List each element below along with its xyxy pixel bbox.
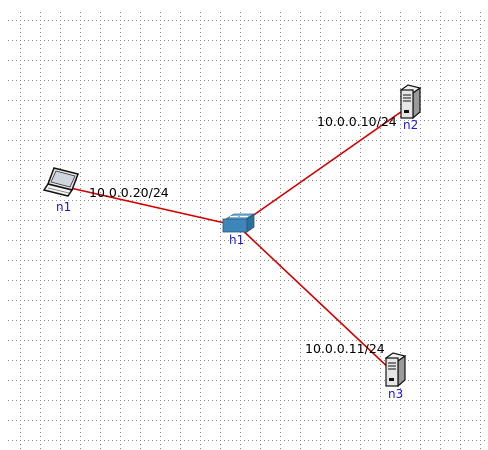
node-label-n2: n2 <box>403 118 419 132</box>
link-address-n1: 10.0.0.20/24 <box>89 185 169 200</box>
node-n1[interactable] <box>42 166 82 200</box>
server-icon <box>399 84 422 120</box>
laptop-icon <box>42 167 79 197</box>
server-icon <box>384 352 407 388</box>
link-h1-n2[interactable] <box>237 106 409 227</box>
node-label-h1: h1 <box>229 233 245 247</box>
switch-icon <box>222 213 256 233</box>
node-h1[interactable] <box>222 213 256 235</box>
node-label-n1: n1 <box>56 200 72 214</box>
link-address-n3: 10.0.0.11/24 <box>305 341 385 356</box>
node-label-n3: n3 <box>388 387 404 401</box>
link-h1-n3[interactable] <box>237 225 394 373</box>
node-n2[interactable] <box>398 84 422 120</box>
link-n1-h1[interactable] <box>65 186 239 227</box>
node-n3[interactable] <box>383 352 407 388</box>
link-address-n2: 10.0.0.10/24 <box>317 114 397 129</box>
